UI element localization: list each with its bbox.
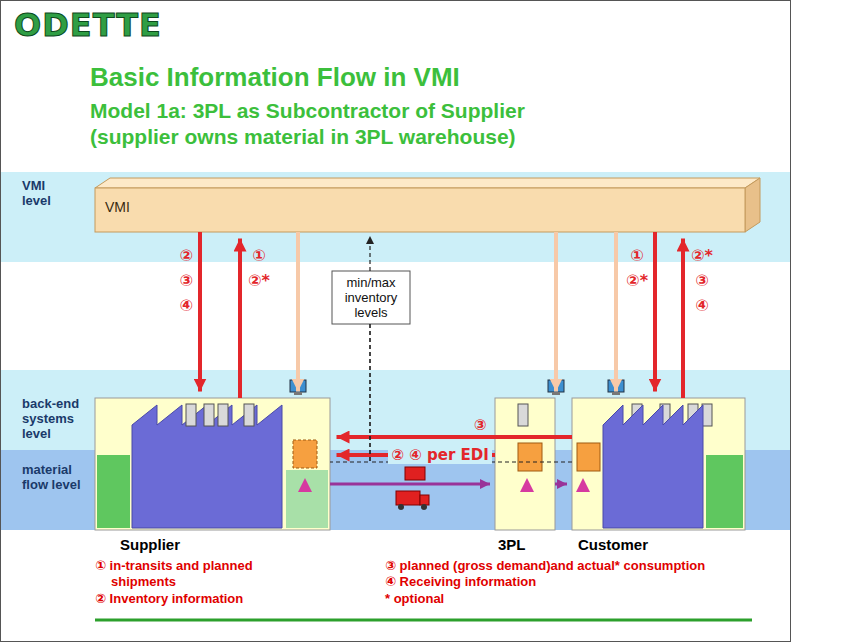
level-band: VMI level VMI	[0, 172, 790, 262]
truck-cab	[420, 495, 429, 505]
legend-note: ② Inventory information	[95, 591, 243, 607]
level-band: back-end systems level	[0, 370, 790, 450]
server-icon	[204, 404, 214, 426]
site-box: Customer	[572, 398, 745, 530]
flow-arrow	[681, 239, 685, 399]
parcel-icon	[405, 467, 425, 480]
flow-arrow	[198, 232, 202, 392]
bar-top	[95, 178, 760, 188]
flow-label: ① ②*	[248, 243, 270, 293]
flow-label: ② ④ per EDI	[388, 446, 492, 464]
flow-arrow	[555, 483, 567, 486]
legend-note: ① in-transits and planned shipments	[95, 558, 261, 590]
callout-box: min/max inventory levels	[332, 271, 410, 324]
stock-box	[577, 443, 600, 471]
level-band-fill	[0, 172, 790, 262]
stock-box	[293, 440, 317, 468]
server-icon	[244, 404, 254, 426]
site-box: 3PL	[495, 398, 555, 530]
monitor-stand	[294, 392, 302, 395]
flow-arrow	[554, 232, 558, 392]
flow-arrow	[653, 232, 657, 392]
flow-arrow	[614, 232, 618, 392]
truck-wheel	[398, 504, 404, 510]
site-box-fill	[95, 398, 330, 530]
band-fill	[0, 172, 790, 262]
vmi-bar-fill	[95, 178, 760, 232]
logo-text: ODETTE	[14, 6, 162, 44]
site-box: Supplier	[95, 398, 330, 530]
flow-label: ③	[474, 416, 487, 434]
factory-symbol	[603, 405, 703, 528]
callout-box-fill	[332, 271, 410, 324]
factory-symbol	[132, 405, 282, 528]
band-label: back-end systems level	[22, 370, 97, 441]
stock-box	[518, 443, 542, 471]
green-area	[706, 455, 743, 528]
monitor-stand	[612, 392, 620, 395]
slide-subtitle: Model 1a: 3PL as Subcontractor of Suppli…	[90, 98, 610, 150]
slide-frame	[1, 1, 791, 642]
monitor-stand	[552, 392, 560, 395]
green-area	[97, 455, 130, 528]
flow-label: ②* ③ ④	[691, 243, 713, 318]
footer-rule	[95, 619, 752, 622]
flow-arrow	[369, 236, 370, 271]
server-icon	[186, 404, 196, 426]
site-fill	[572, 398, 745, 530]
server-icon	[518, 404, 528, 426]
site-name: Customer	[578, 536, 648, 553]
bar-label: VMI	[105, 188, 745, 215]
green-area	[286, 470, 328, 528]
flow-arrow	[296, 232, 300, 392]
server-icon	[218, 404, 228, 426]
flow-arrow	[337, 435, 573, 439]
flow-point	[298, 478, 312, 492]
slide-title: Basic Information Flow in VMI	[90, 62, 460, 93]
flow-arrow	[330, 324, 370, 462]
truck-body	[396, 491, 420, 505]
legend-note: ③ planned (gross demand)and actual* cons…	[385, 558, 705, 574]
site-name: Supplier	[120, 536, 180, 553]
site-fill	[95, 398, 330, 530]
site-name: 3PL	[498, 536, 526, 553]
legend-note: * optional	[385, 591, 444, 607]
flow-arrow	[238, 239, 242, 399]
vmi-bar: VMI	[95, 188, 745, 232]
flow-arrow	[330, 483, 490, 486]
flow-label: ① ②*	[626, 243, 648, 293]
legend-note: ④ Receiving information	[385, 574, 536, 590]
flow-point	[520, 478, 534, 492]
site-box-fill	[572, 398, 745, 530]
flow-point	[576, 478, 590, 492]
callout-text: min/max inventory levels	[332, 271, 410, 324]
site-box-fill	[495, 398, 555, 530]
bar-front	[95, 188, 745, 232]
flow-label: ② ③ ④	[179, 243, 193, 318]
truck-wheel	[421, 504, 427, 510]
flow-arrow	[370, 324, 572, 462]
band-label: VMI level	[22, 172, 74, 208]
monitor-icons	[290, 380, 624, 395]
bar-side	[745, 178, 760, 232]
site-fill	[495, 398, 555, 530]
callout-fill	[332, 271, 410, 324]
band-label: material flow level	[22, 450, 97, 492]
